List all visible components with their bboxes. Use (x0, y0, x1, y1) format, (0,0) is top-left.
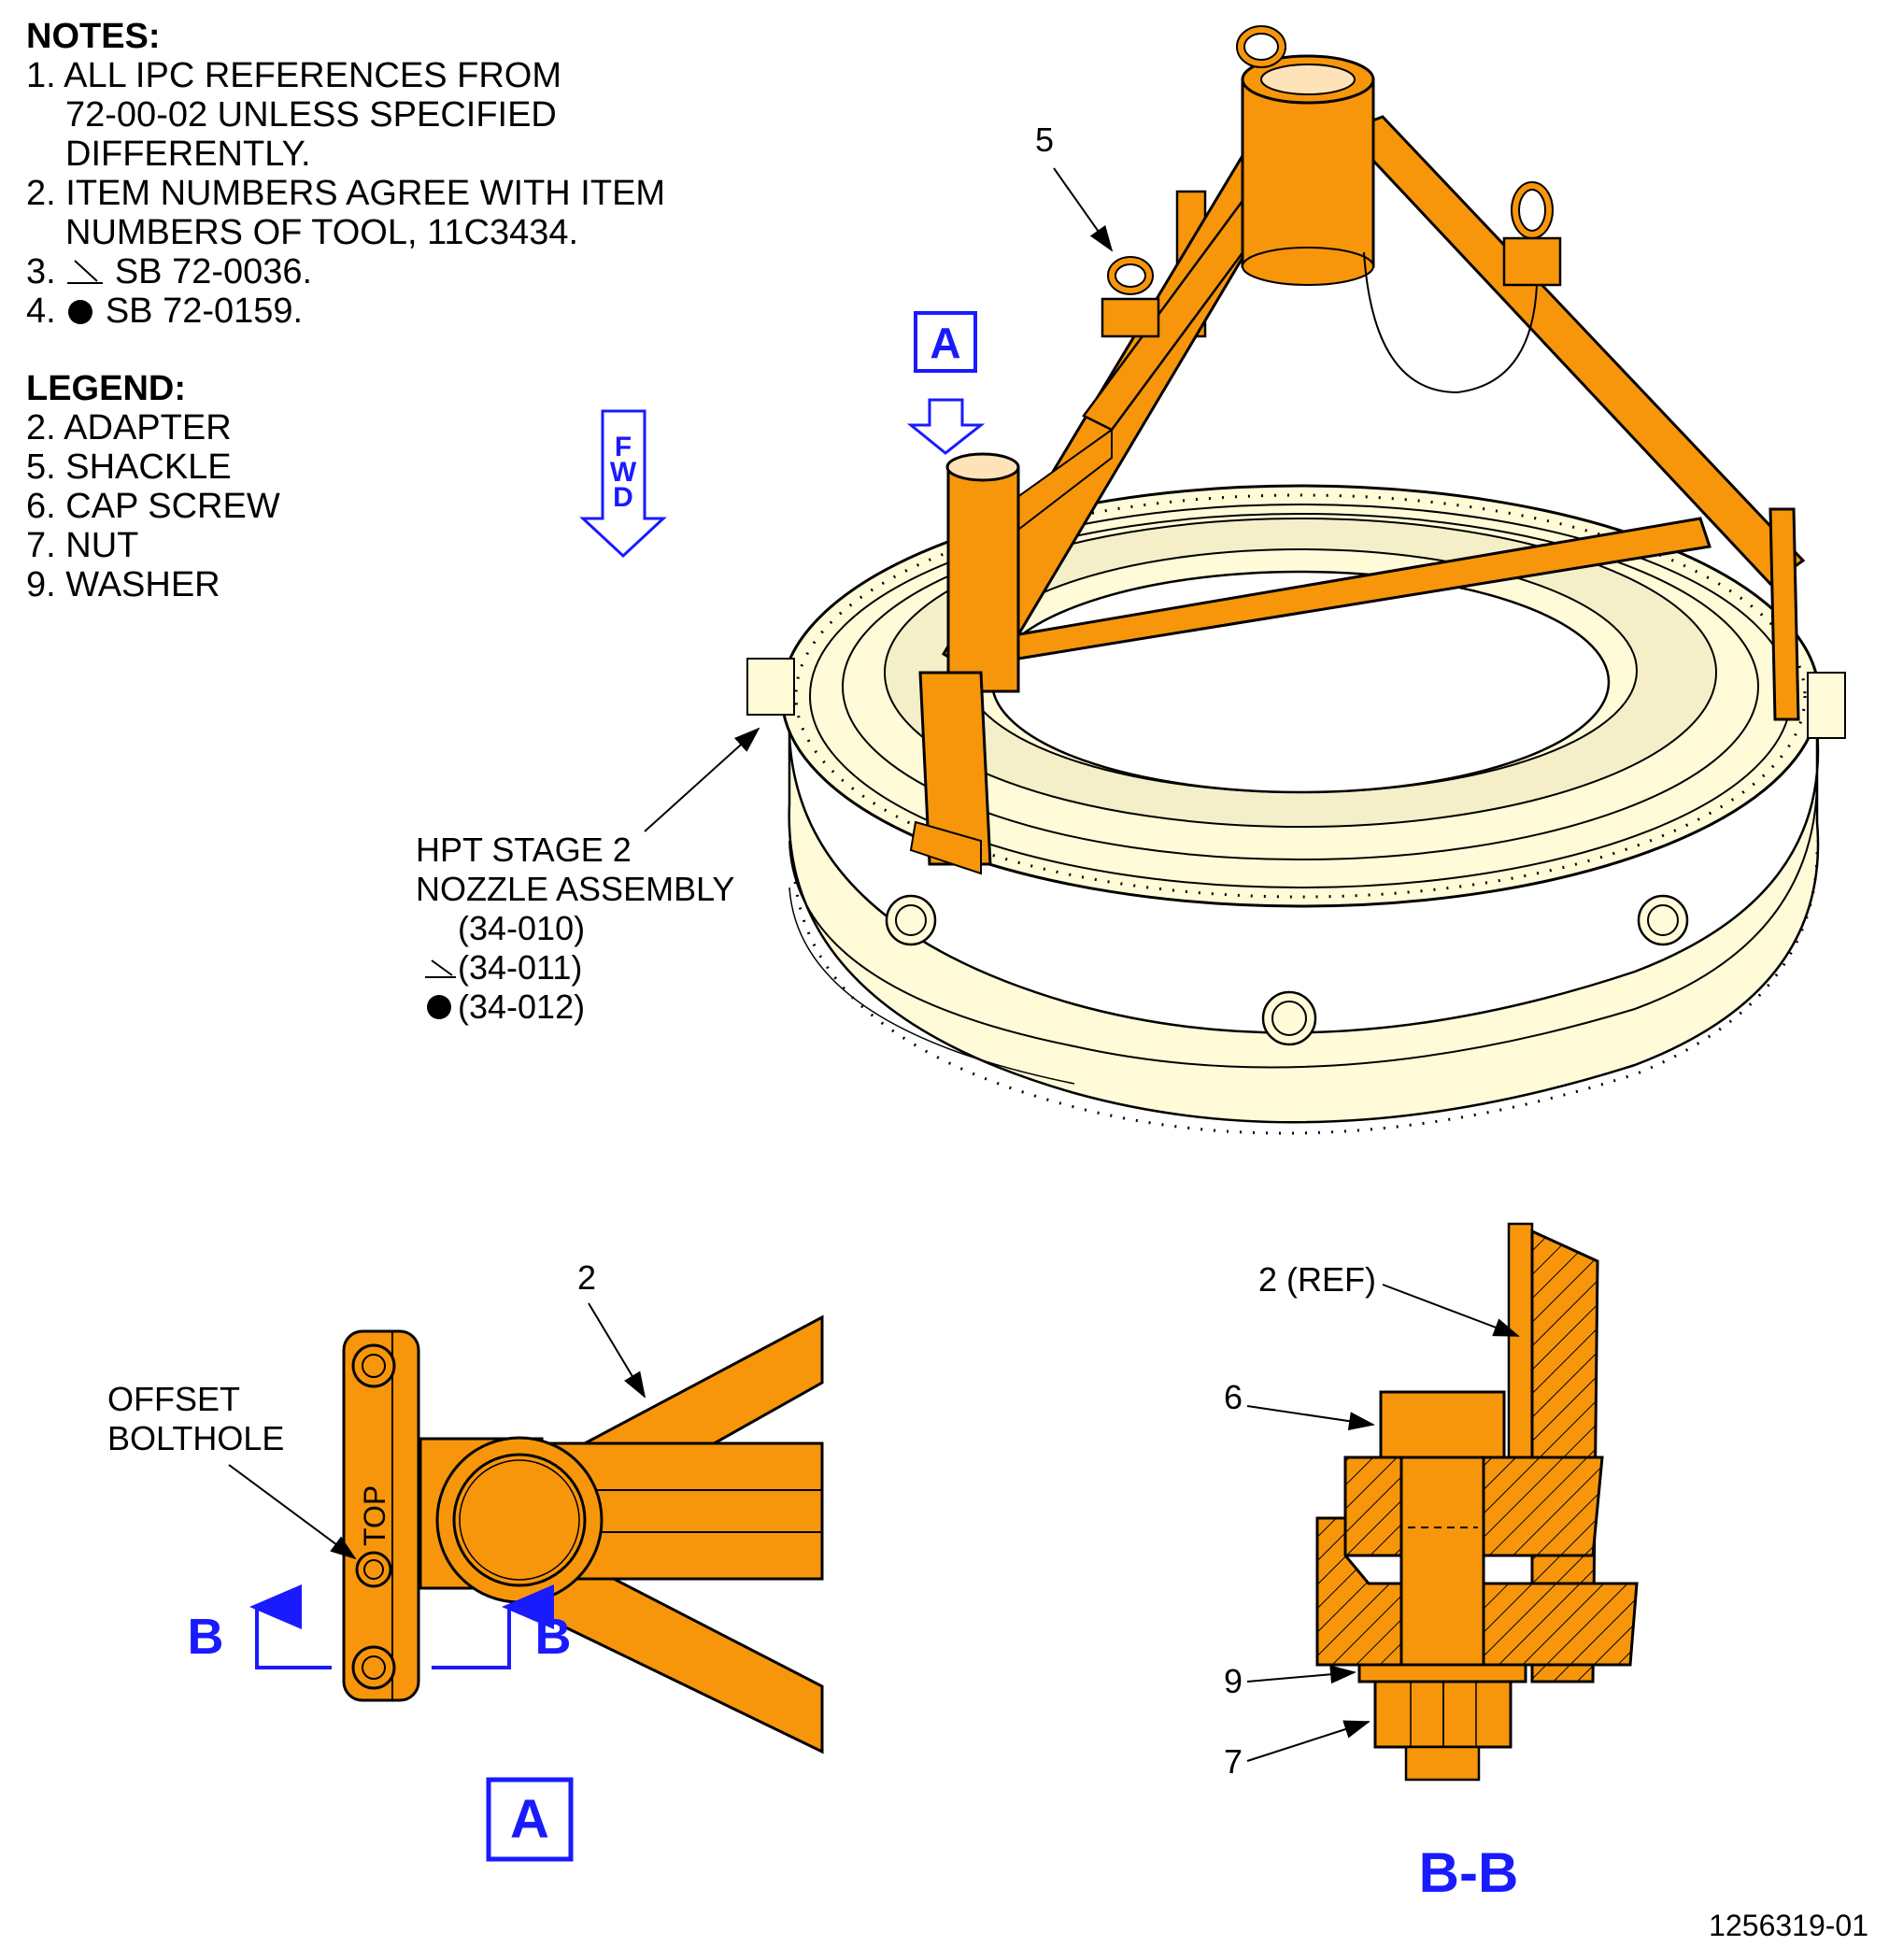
legend-item: 6. CAP SCREW (26, 487, 280, 526)
notes-block: NOTES: 1. ALL IPC REFERENCES FROM 72-00-… (26, 17, 665, 331)
section-b-right-label: B (535, 1609, 572, 1665)
hpt-line-1: HPT STAGE 2 (416, 831, 632, 869)
legend-block: LEGEND: 2. ADAPTER 5. SHACKLE 6. CAP SCR… (26, 369, 280, 604)
note-1-line-3: DIFFERENTLY. (65, 135, 311, 174)
view-a-label-letter: A (510, 1789, 549, 1850)
callout-item-9: 9 (1224, 1662, 1243, 1700)
legend-item: 2. ADAPTER (26, 408, 232, 447)
note-2-line-2: NUMBERS OF TOOL, 11C3434. (65, 213, 579, 252)
legend-item: 5. SHACKLE (26, 447, 232, 487)
offset-bolthole-line-1: OFFSET (107, 1380, 240, 1418)
callout-ref-2: 2 (REF) (1258, 1260, 1376, 1299)
section-b-b-title: B-B (1419, 1841, 1519, 1904)
fwd-letter: W (610, 457, 637, 488)
hpt-line-2: NOZZLE ASSEMBLY (416, 870, 734, 908)
figure-id: 1256319-01 (1709, 1909, 1868, 1942)
sb-0036-symbol-icon (67, 260, 104, 284)
legend-title: LEGEND: (26, 369, 186, 408)
note-1-line-2: 72-00-02 UNLESS SPECIFIED (65, 95, 557, 135)
note-2: 2. ITEM NUMBERS AGREE WITH ITEM (26, 174, 666, 213)
callout-item-2: 2 (577, 1258, 596, 1297)
section-b-left-label: B (188, 1609, 224, 1665)
hpt-nozzle-assembly (746, 484, 1846, 1135)
hpt-line-3: (34-010) (458, 909, 585, 947)
note-4: 4. SB 72-0159. (26, 291, 304, 331)
callout-item-5: 5 (1035, 121, 1054, 159)
legend-item: 9. WASHER (26, 565, 220, 604)
callout-item-7: 7 (1224, 1742, 1243, 1781)
sb-0036-symbol-icon (425, 959, 456, 978)
view-a-marker: A (906, 311, 986, 455)
detail-view-a: TOP (342, 1314, 824, 1754)
notes-title: NOTES: (26, 17, 161, 56)
sb-0159-dot-icon (427, 995, 451, 1019)
hpt-line-4: (34-011) (458, 948, 582, 987)
callout-item-6: 6 (1224, 1378, 1243, 1416)
note-1: 1. ALL IPC REFERENCES FROM (26, 56, 561, 95)
note-3: 3. SB 72-0036. (26, 252, 313, 291)
view-a-label: A (486, 1777, 574, 1862)
sb-0159-dot-icon (68, 300, 93, 324)
hpt-line-5: (34-012) (458, 987, 585, 1026)
hpt-callout: HPT STAGE 2 NOZZLE ASSEMBLY (34-010) (34… (416, 727, 760, 1026)
lifting-fixture (909, 25, 1806, 875)
top-marking: TOP (358, 1485, 391, 1546)
fwd-letter: F (615, 432, 632, 462)
fwd-arrow: F W D (579, 409, 667, 559)
fwd-letter: D (613, 482, 633, 513)
section-b-indicator: B B (188, 1584, 572, 1669)
offset-bolthole-line-2: BOLTHOLE (107, 1419, 284, 1457)
view-a-marker-letter: A (930, 319, 960, 367)
section-b-b (1315, 1222, 1639, 1782)
legend-item: 7. NUT (26, 526, 139, 565)
